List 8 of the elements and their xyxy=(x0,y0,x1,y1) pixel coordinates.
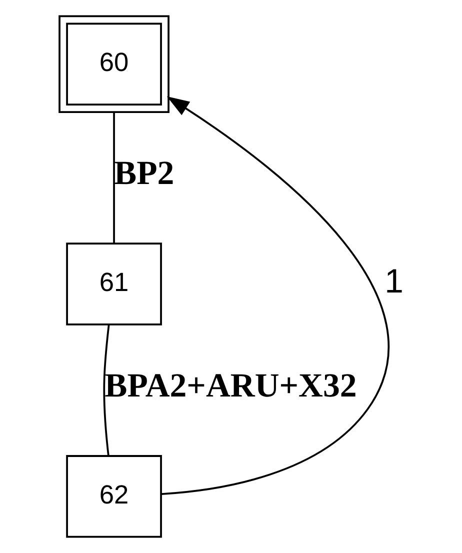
node-box: 62 xyxy=(66,455,162,538)
edge-label: 1 xyxy=(384,262,404,300)
arrow xyxy=(160,96,389,495)
connector xyxy=(102,324,110,456)
node-box: 61 xyxy=(66,242,162,326)
edge-label: BPA2+ARU+X32 xyxy=(104,368,356,405)
node-box: 60 xyxy=(58,15,169,113)
connector xyxy=(112,112,114,244)
